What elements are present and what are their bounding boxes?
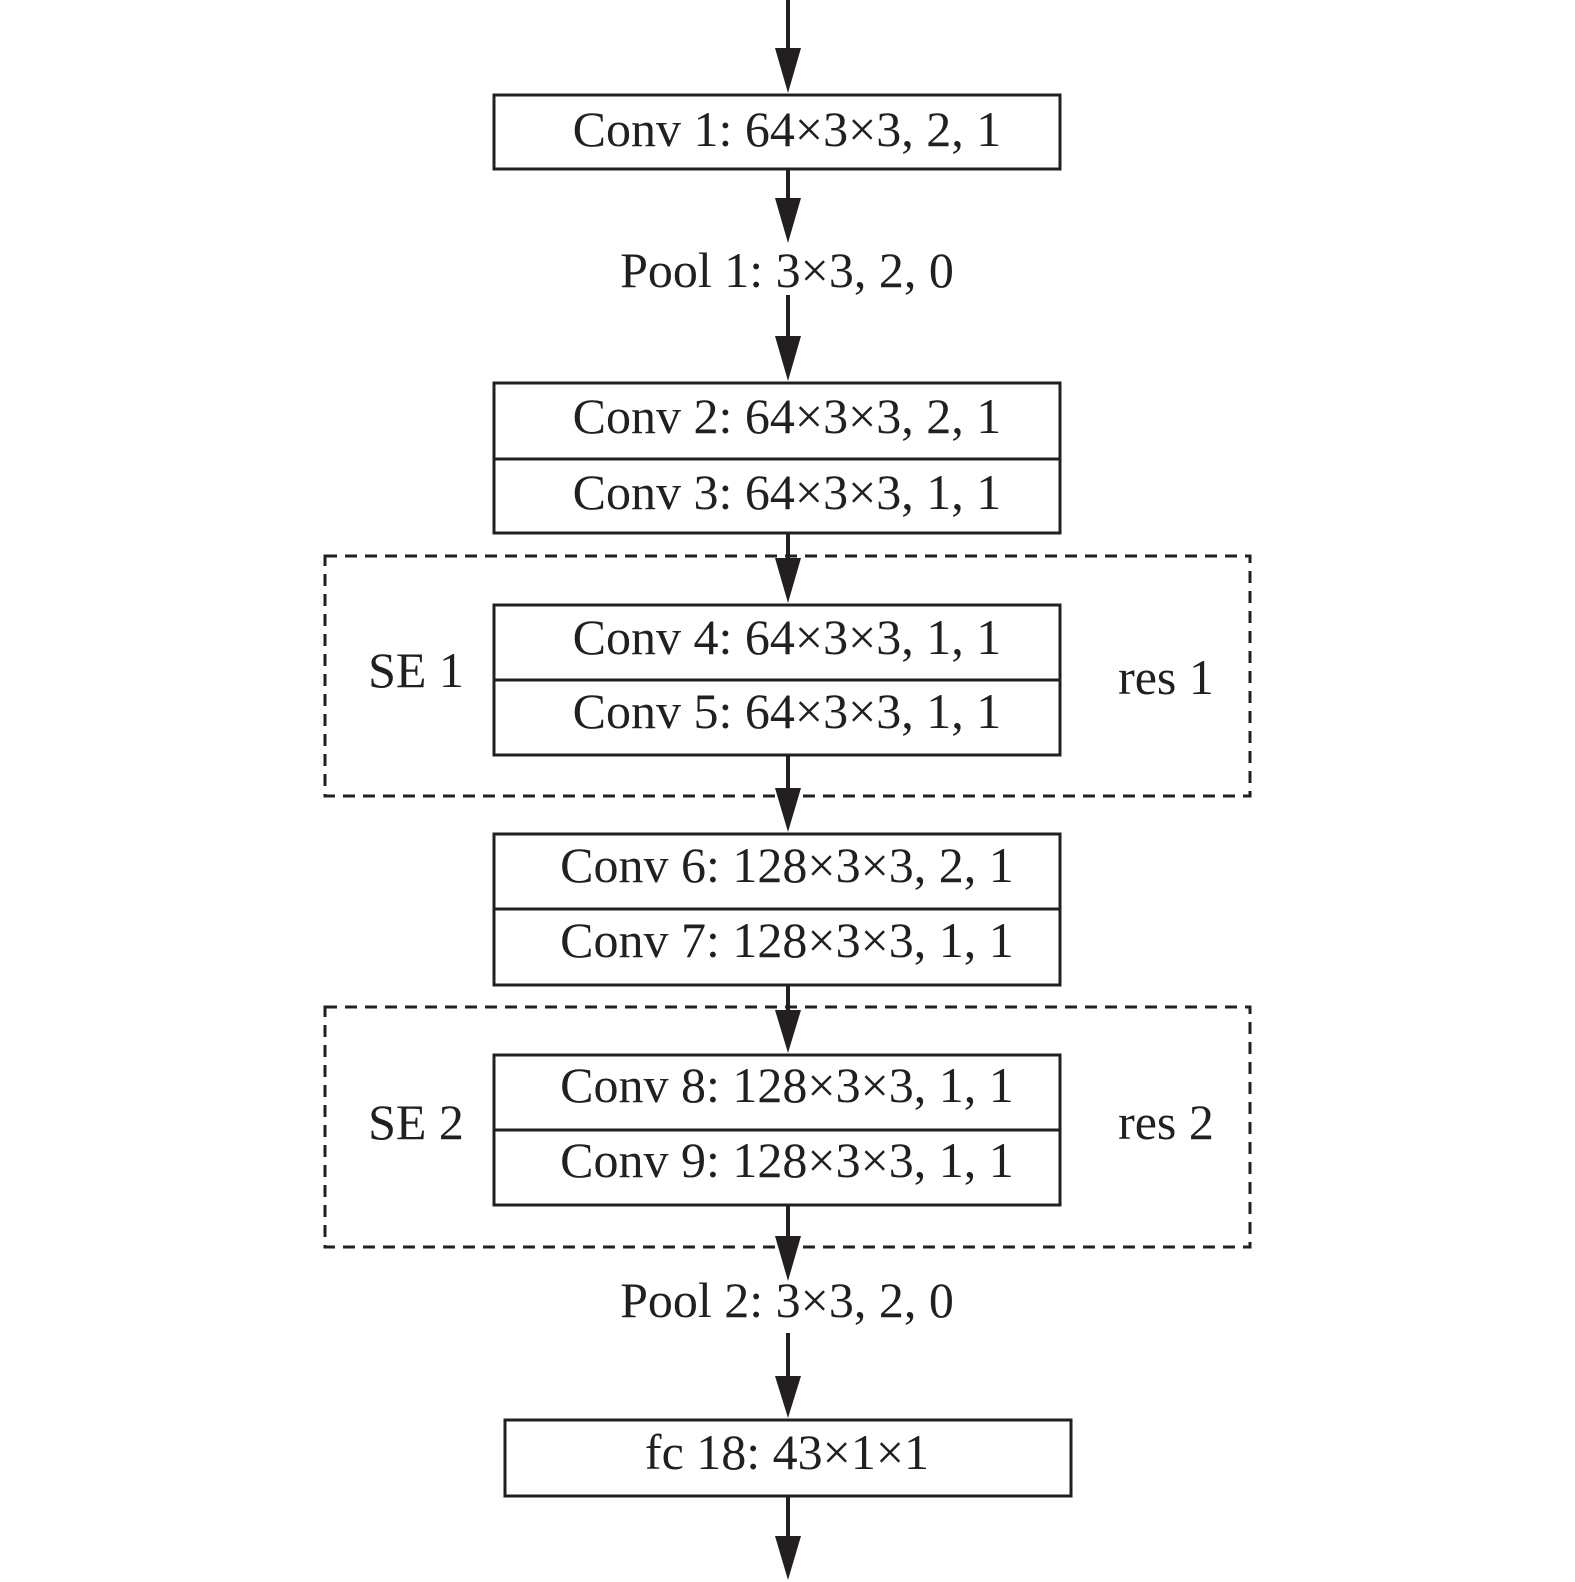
- conv9-box: [492, 1128, 1062, 1207]
- conv7-box: [492, 907, 1062, 987]
- conv1-box: [492, 93, 1062, 171]
- conv3-label: Conv 3: 64×3×3, 1, 1: [573, 464, 1002, 520]
- conv3-box: [492, 457, 1062, 535]
- fc18-box: [503, 1418, 1073, 1498]
- fc18-label: fc 18: 43×1×1: [645, 1424, 929, 1480]
- conv4-label: Conv 4: 64×3×3, 1, 1: [573, 609, 1002, 665]
- conv8-label: Conv 8: 128×3×3, 1, 1: [560, 1057, 1014, 1113]
- se1-label: SE 1: [368, 642, 464, 698]
- arrow-down-icon: [775, 48, 801, 93]
- conv7-label: Conv 7: 128×3×3, 1, 1: [560, 912, 1014, 968]
- arrow-down-icon: [775, 198, 801, 243]
- conv6-label: Conv 6: 128×3×3, 2, 1: [560, 837, 1014, 893]
- conv6-box: [492, 832, 1062, 911]
- arrow-down-icon: [775, 1536, 801, 1580]
- arrow-down-icon: [775, 558, 801, 603]
- pool1-label: Pool 1: 3×3, 2, 0: [620, 242, 954, 298]
- res1-label: res 1: [1118, 649, 1214, 705]
- arrow-down-icon: [775, 336, 801, 381]
- conv8-box: [492, 1053, 1062, 1132]
- arrow-down-icon: [775, 1236, 801, 1281]
- arrowheads: [775, 48, 801, 1580]
- pool2-label: Pool 2: 3×3, 2, 0: [620, 1272, 954, 1328]
- res2-label: res 2: [1118, 1094, 1214, 1150]
- se2-label: SE 2: [368, 1094, 464, 1150]
- conv1-label: Conv 1: 64×3×3, 2, 1: [573, 101, 1002, 157]
- arrow-down-icon: [775, 1376, 801, 1418]
- arrow-down-icon: [775, 1010, 801, 1053]
- conv2-label: Conv 2: 64×3×3, 2, 1: [573, 388, 1002, 444]
- conv9-label: Conv 9: 128×3×3, 1, 1: [560, 1132, 1014, 1188]
- conv5-box: [492, 678, 1062, 757]
- arrow-down-icon: [775, 788, 801, 832]
- conv5-label: Conv 5: 64×3×3, 1, 1: [573, 683, 1002, 739]
